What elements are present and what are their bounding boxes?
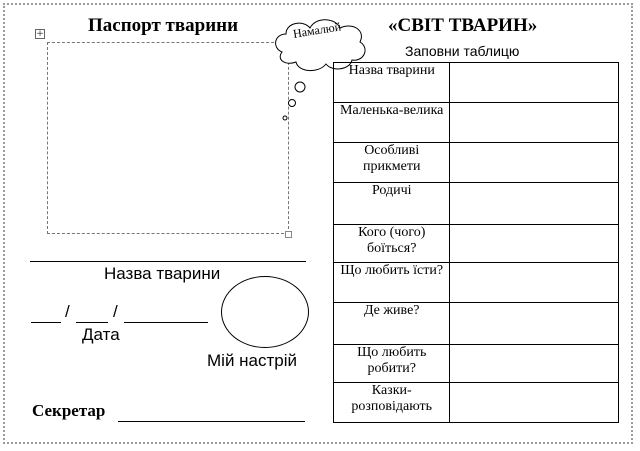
- date-label: Дата: [82, 325, 120, 344]
- row-label: Маленька-велика: [332, 102, 451, 143]
- passport-title: Паспорт тварини: [88, 15, 239, 36]
- table-row: Що любить робити?: [332, 344, 619, 383]
- secretary-line: [118, 421, 305, 422]
- date-day-line: [31, 322, 61, 323]
- answer-cell[interactable]: [449, 302, 619, 345]
- page-border: [3, 3, 633, 444]
- table-row: Де живе?: [332, 302, 619, 345]
- date-year-line: [124, 322, 208, 323]
- animal-table: Назва тварини Маленька-велика Особливі п…: [332, 62, 619, 423]
- answer-cell[interactable]: [449, 382, 619, 423]
- row-label: Родичі: [332, 182, 451, 225]
- resize-handle-icon[interactable]: [285, 231, 292, 238]
- row-label: Назва тварини: [332, 62, 451, 103]
- row-label: Що любить робити?: [332, 344, 451, 383]
- thought-cloud-icon: [275, 19, 366, 121]
- secretary-label: Секретар: [32, 401, 106, 420]
- table-row: Родичі: [332, 182, 619, 225]
- row-label: Особливі прикмети: [332, 142, 451, 183]
- mood-label: Мій настрій: [207, 351, 298, 370]
- answer-cell[interactable]: [449, 142, 619, 183]
- table-instruction: Заповни таблицю: [405, 43, 520, 59]
- table-row: Казки-розповідають: [332, 382, 619, 423]
- row-label: Де живе?: [332, 302, 451, 345]
- row-label: Кого (чого) боїться?: [332, 224, 451, 263]
- table-row: Маленька-велика: [332, 102, 619, 143]
- row-label: Казки-розповідають: [332, 382, 451, 423]
- table-row: Що любить їсти?: [332, 262, 619, 303]
- animal-name-label: Назва тварини: [104, 264, 221, 283]
- answer-cell[interactable]: [449, 102, 619, 143]
- drawing-area[interactable]: [47, 42, 289, 234]
- answer-cell[interactable]: [449, 62, 619, 103]
- answer-cell[interactable]: [449, 262, 619, 303]
- date-month-line: [76, 322, 108, 323]
- date-slash-2: /: [113, 302, 118, 321]
- name-underline: [30, 261, 306, 262]
- move-handle-icon[interactable]: +: [35, 29, 45, 39]
- row-label: Що любить їсти?: [332, 262, 451, 303]
- date-slash-1: /: [65, 302, 70, 321]
- answer-cell[interactable]: [449, 182, 619, 225]
- table-row: Кого (чого) боїться?: [332, 224, 619, 263]
- answer-cell[interactable]: [449, 224, 619, 263]
- table-row: Назва тварини: [332, 62, 619, 103]
- world-title: «СВІТ ТВАРИН»: [388, 15, 538, 36]
- mood-circle[interactable]: [221, 276, 309, 348]
- table-row: Особливі прикмети: [332, 142, 619, 183]
- answer-cell[interactable]: [449, 344, 619, 383]
